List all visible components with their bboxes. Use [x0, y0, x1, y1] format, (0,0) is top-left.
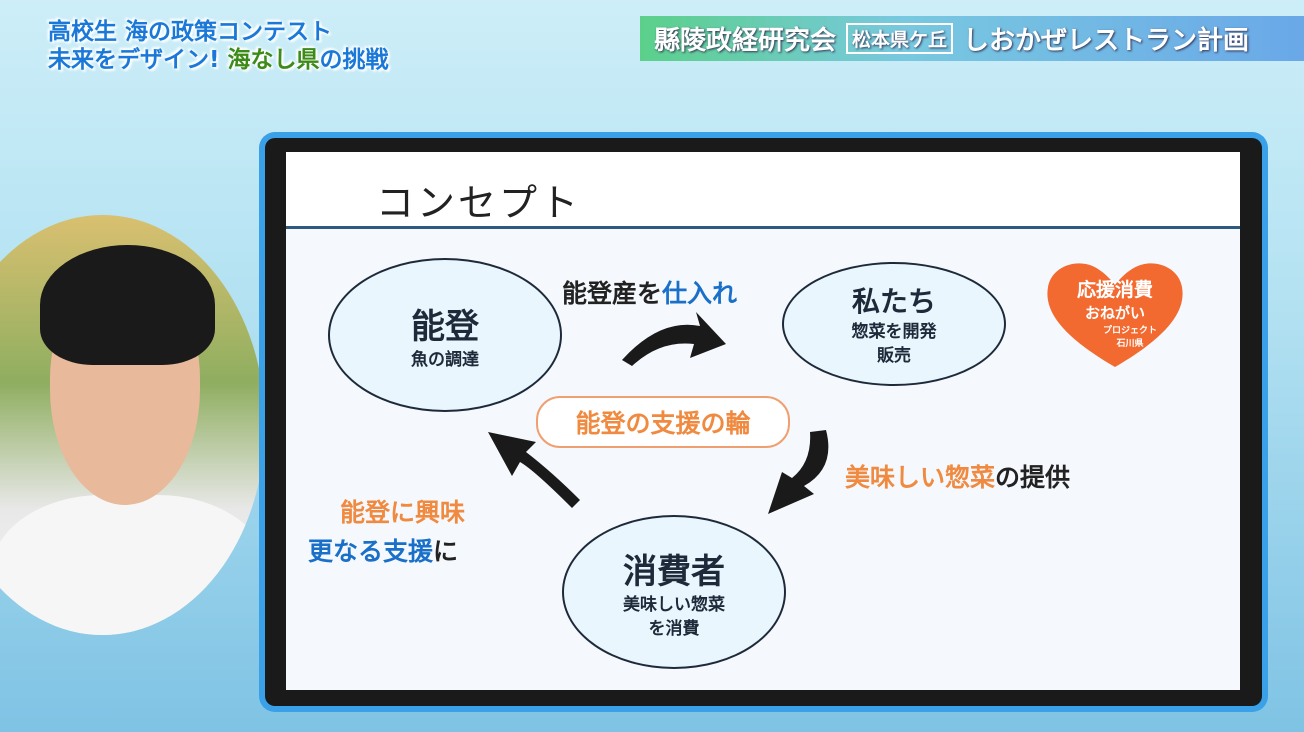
t: 能登に興味: [340, 498, 466, 527]
node-sub: 販売: [877, 346, 911, 366]
t: の提供: [995, 463, 1071, 492]
arrow-left-icon: [488, 432, 580, 508]
title-divider: [286, 226, 1240, 229]
hair: [40, 245, 215, 365]
program-title: 高校生 海の政策コンテスト 未来をデザイン! 海なし県の挑戦: [48, 18, 389, 74]
node-title: 私たち: [851, 285, 936, 318]
node-title: 消費者: [623, 551, 725, 592]
shirt: [0, 495, 265, 635]
node-consumer: 消費者 美味しい惣菜 を消費: [562, 515, 786, 669]
node-title: 能登: [411, 306, 479, 347]
t: 仕入れ: [662, 279, 738, 308]
t: 更なる支援: [308, 537, 434, 566]
heart-logo-icon: [1047, 263, 1183, 367]
program-title-line2: 未来をデザイン! 海なし県の挑戦: [48, 46, 389, 74]
slide-title: コンセプト: [376, 181, 582, 225]
node-sub: 美味しい惣菜: [623, 594, 725, 615]
t: プロジェクト: [1102, 326, 1157, 336]
center-label: 能登の支援の輪: [536, 396, 790, 448]
t: 美味しい惣菜: [845, 463, 996, 492]
t: 海なし県: [227, 47, 320, 73]
node-sub: 魚の調達: [411, 349, 479, 370]
presenter-video: [0, 215, 265, 635]
arrow-top-icon: [622, 312, 726, 366]
plan-name: しおかぜレストラン計画: [963, 26, 1250, 56]
label-right: 美味しい惣菜の提供: [845, 458, 1070, 494]
team-name: 縣陵政経研究会: [654, 26, 837, 56]
label-left-1: 能登に興味: [340, 493, 465, 529]
node-noto: 能登 魚の調達: [328, 258, 562, 412]
school-name: 松本県ケ丘: [846, 23, 954, 54]
heart-logo-text: 応援消費 おねがい プロジェクト 石川県: [1040, 275, 1190, 349]
t: の挑戦: [319, 47, 389, 73]
t: おねがい: [1084, 304, 1145, 322]
node-sub: を消費: [648, 618, 700, 639]
program-title-line1: 高校生 海の政策コンテスト: [48, 19, 333, 45]
t: 未来をデザイン!: [48, 47, 228, 73]
t: に: [433, 537, 459, 566]
node-sub: 惣菜を開発: [851, 322, 937, 342]
label-top: 能登産を仕入れ: [562, 274, 737, 310]
arrow-right-icon: [768, 430, 829, 514]
t: 能登産を: [562, 279, 663, 308]
t: 石川県: [1116, 339, 1144, 349]
label-left-2: 更なる支援に: [308, 532, 458, 568]
t: 応援消費: [1076, 279, 1153, 301]
node-us: 私たち 惣菜を開発 販売: [782, 262, 1006, 386]
team-banner: 縣陵政経研究会 松本県ケ丘 しおかぜレストラン計画: [640, 16, 1304, 61]
